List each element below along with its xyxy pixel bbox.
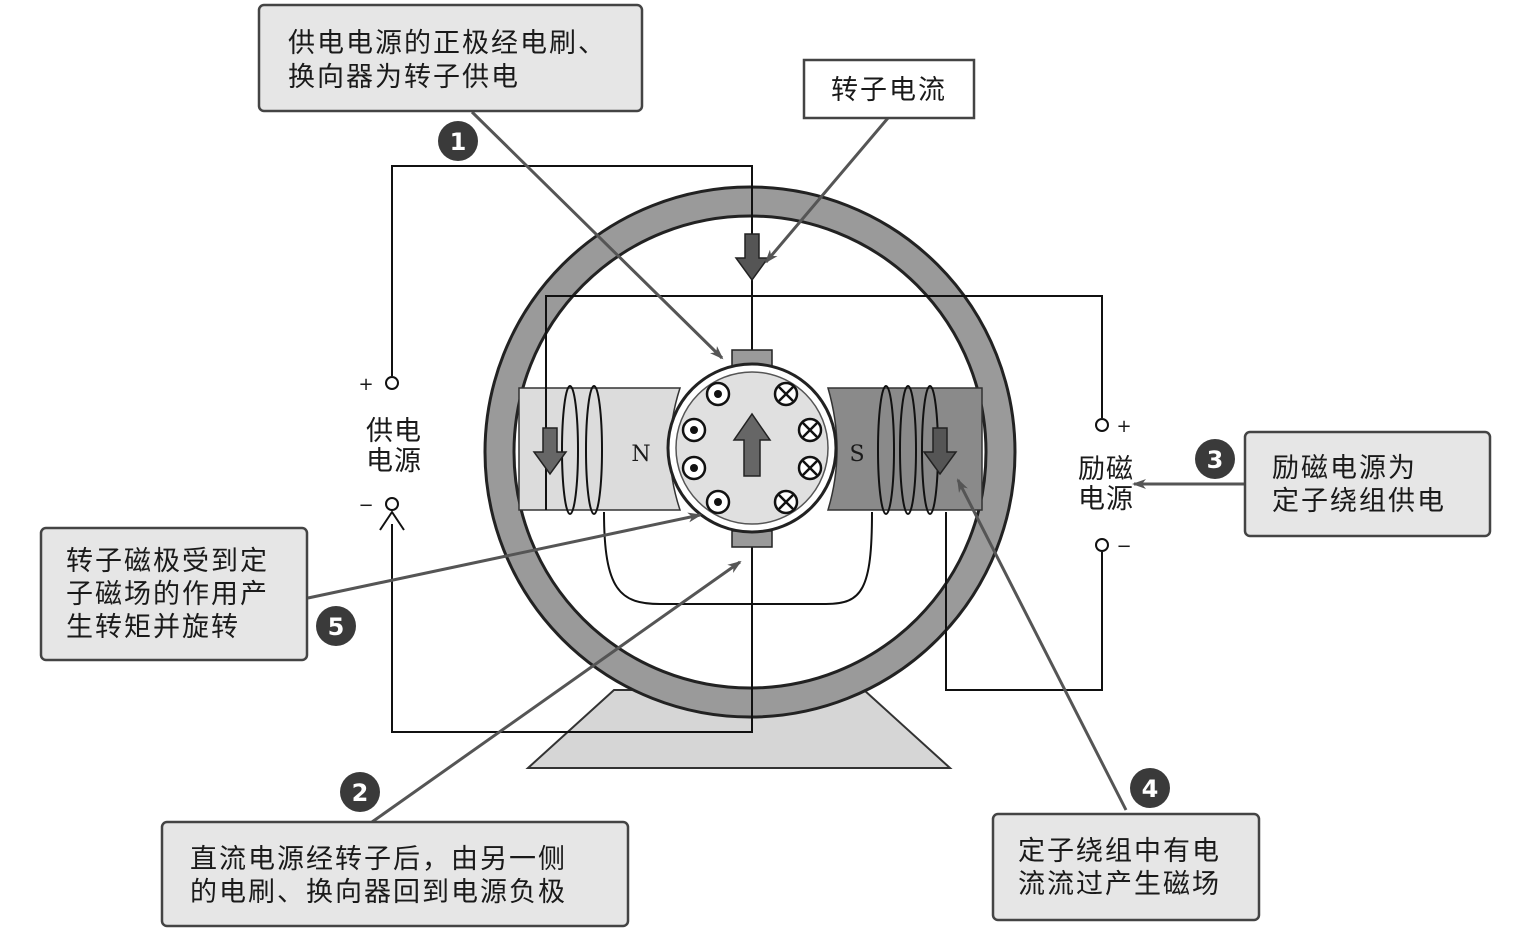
field-current-arrow-right bbox=[922, 427, 958, 476]
callout-rotor-current: 转子电流 bbox=[802, 58, 976, 120]
callout-4-line2: 流流过产生磁场 bbox=[1018, 869, 1221, 900]
supply-minus-sign: − bbox=[358, 495, 373, 516]
svg-text:4: 4 bbox=[1142, 775, 1159, 803]
field-circuit-wires bbox=[545, 295, 1103, 691]
step-badge-4: 4 bbox=[1130, 768, 1170, 808]
callout-3-line1: 励磁电源为 bbox=[1272, 453, 1417, 484]
pole-s-label: S bbox=[849, 442, 864, 467]
conductor-cross bbox=[797, 455, 823, 481]
callout-1-line2: 换向器为转子供电 bbox=[288, 62, 520, 93]
step-badge-1: 1 bbox=[438, 121, 478, 161]
callout-3-line2: 定子绕组供电 bbox=[1272, 486, 1446, 517]
supply-positive-terminal bbox=[385, 376, 399, 390]
excite-label-line1: 励磁 bbox=[1078, 454, 1134, 485]
conductor-dot bbox=[705, 381, 731, 407]
conductor-dot bbox=[705, 489, 731, 515]
pole-n-label: N bbox=[631, 442, 650, 467]
leader-arrow-5 bbox=[307, 512, 702, 600]
leader-arrow-rotor-current bbox=[764, 117, 890, 264]
excite-label-line2: 电源 bbox=[1078, 484, 1134, 515]
callout-1-line1: 供电电源的正极经电刷、 bbox=[288, 28, 607, 59]
step-badge-2: 2 bbox=[340, 772, 380, 812]
rotor-field-arrow bbox=[732, 412, 772, 477]
conductor-dot bbox=[681, 417, 707, 443]
conductor-cross bbox=[773, 381, 799, 407]
leader-arrow-2 bbox=[371, 560, 742, 824]
callout-1: 供电电源的正极经电刷、 换向器为转子供电 bbox=[257, 3, 644, 113]
svg-text:2: 2 bbox=[352, 779, 369, 807]
leader-arrow-1 bbox=[470, 110, 724, 360]
callout-2: 直流电源经转子后，由另一侧 的电刷、换向器回到电源负极 bbox=[160, 820, 630, 928]
supply-label-line2: 电源 bbox=[366, 446, 422, 477]
conductor-cross bbox=[797, 417, 823, 443]
conductor-cross bbox=[773, 489, 799, 515]
supply-return-arrowhead bbox=[379, 510, 405, 531]
callout-4-line1: 定子绕组中有电 bbox=[1018, 836, 1221, 867]
excite-minus-sign: − bbox=[1116, 536, 1131, 557]
excite-plus-sign: + bbox=[1116, 416, 1131, 437]
callout-4: 定子绕组中有电 流流过产生磁场 bbox=[991, 812, 1261, 922]
conductor-dot bbox=[681, 455, 707, 481]
step-badge-5: 5 bbox=[316, 606, 356, 646]
callout-5-line1: 转子磁极受到定 bbox=[66, 546, 269, 577]
svg-text:5: 5 bbox=[328, 613, 345, 641]
callout-5-line3: 生转矩并旋转 bbox=[66, 612, 240, 643]
svg-text:3: 3 bbox=[1207, 446, 1224, 474]
supply-negative-terminal bbox=[385, 497, 399, 511]
callout-5-line2: 子磁场的作用产 bbox=[66, 579, 269, 610]
leader-arrows bbox=[307, 110, 1245, 824]
callout-3: 励磁电源为 定子绕组供电 bbox=[1243, 430, 1492, 538]
callout-5: 转子磁极受到定 子磁场的作用产 生转矩并旋转 bbox=[39, 526, 309, 662]
step-badge-3: 3 bbox=[1195, 439, 1235, 479]
pole-south bbox=[826, 387, 983, 511]
callout-2-line1: 直流电源经转子后，由另一侧 bbox=[190, 844, 567, 875]
callout-2-line2: 的电刷、换向器回到电源负极 bbox=[190, 877, 567, 908]
svg-text:1: 1 bbox=[450, 128, 467, 156]
field-winding-left bbox=[561, 385, 603, 515]
supply-plus-sign: + bbox=[358, 374, 373, 395]
supply-label-line1: 供电 bbox=[366, 416, 422, 447]
rotor-current-arrow bbox=[734, 233, 770, 282]
excite-positive-terminal bbox=[1095, 418, 1109, 432]
field-current-arrow-left bbox=[532, 427, 568, 476]
leader-arrow-4 bbox=[956, 478, 1128, 811]
excite-negative-terminal bbox=[1095, 538, 1109, 552]
callout-rotor-current-text: 转子电流 bbox=[831, 75, 947, 106]
